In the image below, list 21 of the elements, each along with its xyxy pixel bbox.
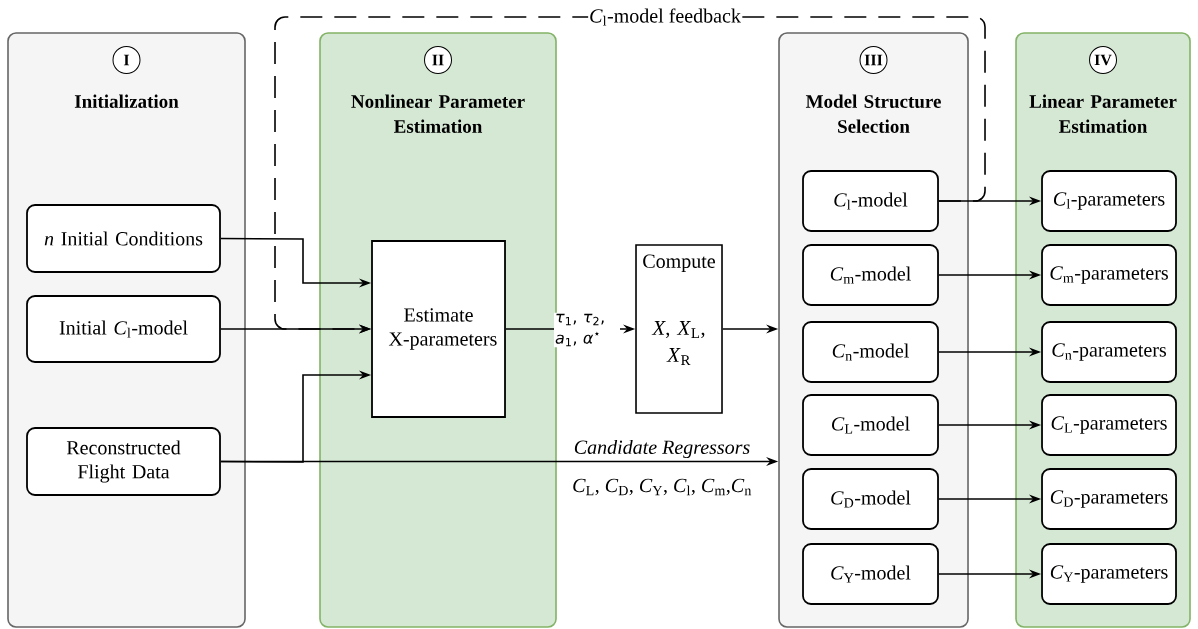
- regressor-list: C$_{L}$, C$_{D}$, C$_{Y}$, C$_{l}$, C$_{m}$,C$_{n}$: [571, 477, 753, 497]
- process-box: Initial C$_{l}$-model: [26, 295, 221, 363]
- process-box: Estimate X-parameters: [371, 240, 506, 418]
- process-box: C$_{D}$-model: [802, 468, 939, 530]
- edge-label: Candidate Regressors: [572, 438, 752, 460]
- edge-label: τ$_{1}$, τ$_{2}$, a$_{1}$, α$^{⋆}$: [554, 312, 620, 348]
- process-box: C$_{n}$-parameters: [1041, 321, 1177, 383]
- process-box: n Initial Conditions: [26, 204, 221, 273]
- process-box: C$_{Y}$-parameters: [1041, 543, 1177, 605]
- process-box: C$_{L}$-model: [802, 394, 939, 456]
- process-box: C$_{n}$-model: [802, 321, 939, 383]
- process-box: C$_{Y}$-model: [802, 543, 939, 605]
- process-box: Compute X, X$_{L}$, X$_{R}$: [635, 244, 723, 414]
- process-box: C$_{L}$-parameters: [1041, 394, 1177, 456]
- process-box: C$_{m}$-parameters: [1041, 244, 1177, 306]
- process-box: C$_{m}$-model: [802, 244, 939, 306]
- process-box: C$_{l}$-parameters: [1041, 170, 1177, 232]
- process-box: C$_{l}$-model: [802, 170, 939, 232]
- process-box: Reconstructed Flight Data: [26, 427, 221, 496]
- process-box: C$_{D}$-parameters: [1041, 468, 1177, 530]
- edge-label: C$_{l}$-model feedback: [588, 7, 742, 27]
